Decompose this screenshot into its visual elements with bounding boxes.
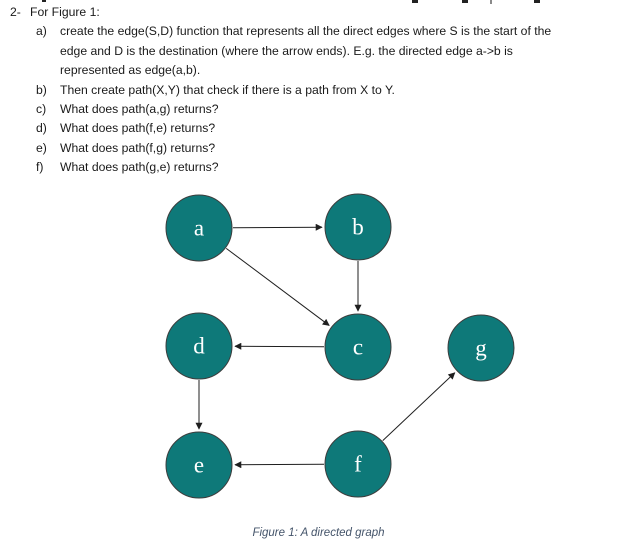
graph-node-f: f	[324, 430, 392, 498]
question-item-a: a) create the edge(S,D) function that rep…	[0, 22, 631, 41]
question-text-block: 2- For Figure 1: a) create the edge(S,D) f…	[0, 3, 631, 178]
item-marker: b)	[36, 82, 47, 97]
question-item-e: e) What does path(f,g) returns?	[0, 139, 631, 158]
node-label-d: d	[193, 334, 205, 359]
clipped-glyph-fragment	[412, 0, 418, 3]
node-circle-f	[324, 430, 392, 498]
node-label-e: e	[194, 453, 204, 478]
question-heading: 2- For Figure 1:	[0, 3, 631, 22]
question-item-a-cont-1: edge and D is the destination (where the…	[0, 42, 631, 61]
item-text-line: What does path(f,e) returns?	[60, 121, 216, 136]
item-text-line: represented as edge(a,b).	[60, 63, 201, 78]
graph-node-g: g	[447, 314, 515, 382]
question-item-f: f) What does path(g,e) returns?	[0, 158, 631, 177]
question-number: 2-	[10, 5, 21, 19]
node-label-f: f	[354, 452, 362, 477]
figure-caption: Figure 1: A directed graph	[252, 527, 385, 539]
item-text-line: Then create path(X,Y) that check if ther…	[60, 82, 395, 97]
node-label-g: g	[475, 336, 487, 361]
graph-edge-a-b	[232, 223, 323, 231]
node-circle-e	[165, 431, 233, 499]
node-label-a: a	[194, 216, 204, 241]
graph-node-d: d	[165, 312, 233, 380]
question-item-d: d) What does path(f,e) returns?	[0, 119, 631, 138]
graph-edges	[195, 223, 456, 469]
clipped-glyph-fragment	[42, 0, 46, 2]
node-circle-b	[324, 193, 392, 261]
graph-node-b: b	[324, 193, 392, 261]
node-circle-d	[165, 312, 233, 380]
item-marker: f)	[36, 160, 44, 175]
question-title: For Figure 1:	[30, 5, 100, 19]
item-text-line: What does path(a,g) returns?	[60, 102, 219, 117]
clipped-glyph-fragment	[490, 0, 492, 4]
graph-edge-f-g	[382, 372, 456, 442]
item-marker: d)	[36, 121, 47, 136]
graph-edge-c-d	[234, 342, 325, 350]
node-label-c: c	[353, 335, 363, 360]
graph-node-a: a	[165, 194, 233, 262]
node-circle-g	[447, 314, 515, 382]
node-circle-c	[324, 313, 392, 381]
item-marker: c)	[36, 102, 47, 117]
clipped-glyph-fragment	[462, 0, 468, 3]
node-circle-a	[165, 194, 233, 262]
graph-node-e: e	[165, 431, 233, 499]
graph-node-c: c	[324, 313, 392, 381]
graph-nodes: a b d c g e f	[165, 193, 515, 499]
question-item-c: c) What does path(a,g) returns?	[0, 100, 631, 119]
node-label-b: b	[352, 215, 364, 240]
question-item-b: b) Then create path(X,Y) that check if th…	[0, 81, 631, 100]
graph-edge-a-c	[225, 247, 330, 326]
item-text-line: What does path(f,g) returns?	[60, 140, 216, 155]
item-text-line: edge and D is the destination (where the…	[60, 43, 513, 58]
clipped-glyph-fragment	[534, 0, 540, 3]
item-text-line: create the edge(S,D) function that repre…	[60, 24, 552, 39]
item-text-line: What does path(g,e) returns?	[60, 160, 219, 175]
graph-edge-f-e	[234, 461, 325, 469]
question-item-list: a) create the edge(S,D) function that rep…	[0, 22, 631, 177]
question-item-a-cont-2: represented as edge(a,b).	[0, 61, 631, 80]
item-marker: a)	[36, 24, 47, 39]
item-marker: e)	[36, 140, 47, 155]
